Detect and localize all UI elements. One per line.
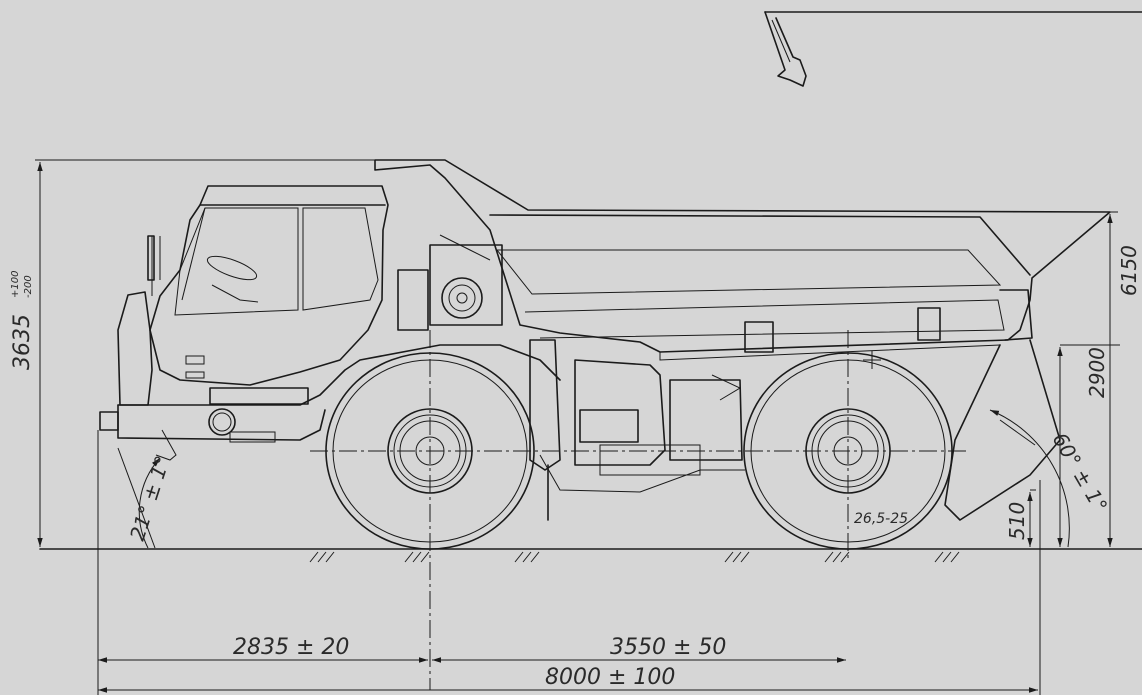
overall-height-dimension: 3635 [10, 314, 35, 370]
engine-hydraulics [397, 234, 745, 521]
dump-box [374, 159, 1111, 361]
body-height-dimension: 2900 [1085, 347, 1109, 398]
overall-height-tolerance-upper: +100 [10, 271, 21, 298]
tipping-angle-dimension: 60° ± 1° [1048, 429, 1113, 517]
approach-angle-dimension: 21° ± 1° [125, 453, 175, 544]
extension-lines [35, 159, 1120, 695]
front-frame [99, 291, 561, 461]
overall-height-tolerance-lower: -200 [23, 275, 34, 298]
cab [147, 185, 389, 386]
rear-clearance-dimension: 510 [1005, 502, 1029, 540]
dimension-lines [37, 162, 1113, 693]
rear-tail [944, 339, 1061, 521]
tipping-height-dimension: 6150 [1117, 245, 1141, 296]
tire-size-label: 26,5-25 [854, 511, 908, 527]
front-overhang-dimension: 2835 ± 20 [233, 635, 349, 660]
ground-line [39, 548, 1142, 563]
overall-length-dimension: 8000 ± 100 [545, 665, 675, 690]
wheelbase-dimension: 3550 ± 50 [610, 635, 726, 660]
raised-body-outline [764, 11, 1142, 87]
center-lines [310, 330, 970, 690]
